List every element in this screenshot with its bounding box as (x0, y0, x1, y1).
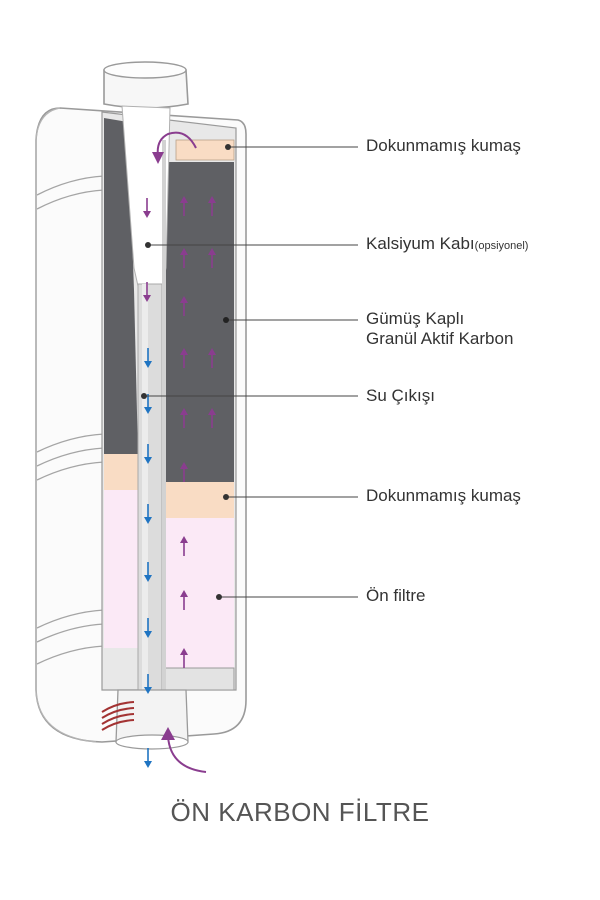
label-calcium-note: (opsiyonel) (474, 240, 529, 252)
leader-dots (141, 144, 231, 600)
purple-up-arrow (180, 196, 188, 216)
label-nonwoven-bottom-text: Dokunmamış kumaş (366, 486, 521, 505)
carbon-chamber (164, 162, 234, 482)
label-prefilter-text: Ön filtre (366, 586, 426, 605)
label-calcium-main: Kalsiyum Kabı (366, 234, 475, 253)
calcium-down-arrows (143, 198, 151, 302)
nonwoven-top-pad (175, 139, 235, 161)
outlet-down-arrows (144, 348, 152, 768)
purple-up-arrow (180, 648, 188, 668)
outlet-tube (137, 283, 163, 705)
blue-down-arrow (144, 444, 152, 464)
purple-up-arrow (208, 248, 216, 268)
purple-up-arrow (180, 296, 188, 316)
prefilter-chamber (164, 518, 234, 668)
chamber-separator (162, 140, 166, 700)
gasket-rings (101, 701, 135, 731)
blue-down-arrow (144, 748, 152, 768)
label-water-outlet-text: Su Çıkışı (366, 386, 435, 405)
label-calcium-vessel: Kalsiyum Kabı(opsiyonel) (366, 234, 528, 256)
bottom-nozzle-rim (115, 734, 189, 750)
top-curl-arrow-head (152, 152, 164, 164)
purple-down-arrow (143, 282, 151, 302)
housing-left-edge (35, 107, 97, 743)
purple-up-arrow (180, 536, 188, 556)
label-nonwoven-bottom: Dokunmamış kumaş (366, 486, 521, 506)
purple-up-arrow (180, 348, 188, 368)
purple-up-arrow (208, 348, 216, 368)
nonwoven-left-pad (104, 454, 140, 490)
label-nonwoven-top-text: Dokunmamış kumaş (366, 136, 521, 155)
blue-down-arrow (144, 674, 152, 694)
label-prefilter: Ön filtre (366, 586, 426, 606)
top-curl-arrow (156, 131, 197, 157)
carbon-up-arrows (180, 196, 216, 482)
purple-up-arrow (180, 590, 188, 610)
label-silver-carbon: Gümüş Kaplı Granül Aktif Karbon (366, 309, 513, 349)
label-nonwoven-top: Dokunmamış kumaş (366, 136, 521, 156)
inlet-swoosh (167, 735, 207, 773)
purple-up-arrow (208, 196, 216, 216)
blue-down-arrow (144, 504, 152, 524)
purple-up-arrow (180, 408, 188, 428)
purple-down-arrow (143, 198, 151, 218)
purple-up-arrow (180, 248, 188, 268)
blue-down-arrow (144, 618, 152, 638)
housing-rings (36, 175, 105, 665)
inlet-swoosh-head (161, 727, 175, 740)
label-water-outlet: Su Çıkışı (366, 386, 435, 406)
diagram-caption: ÖN KARBON FİLTRE (170, 797, 430, 827)
blue-down-arrow (144, 348, 152, 368)
outlet-tube-highlight (142, 284, 148, 704)
blue-down-arrow (144, 562, 152, 582)
purple-up-arrow (180, 462, 188, 482)
leader-lines (144, 146, 358, 598)
prefilter-left (104, 490, 140, 648)
purple-up-arrow (208, 408, 216, 428)
prefilter-up-arrows (180, 536, 188, 668)
label-carbon-line2: Granül Aktif Karbon (366, 329, 514, 348)
label-carbon-line1: Gümüş Kaplı (366, 309, 465, 328)
top-cap-rim (103, 61, 187, 79)
nonwoven-bottom-pad (164, 482, 234, 518)
